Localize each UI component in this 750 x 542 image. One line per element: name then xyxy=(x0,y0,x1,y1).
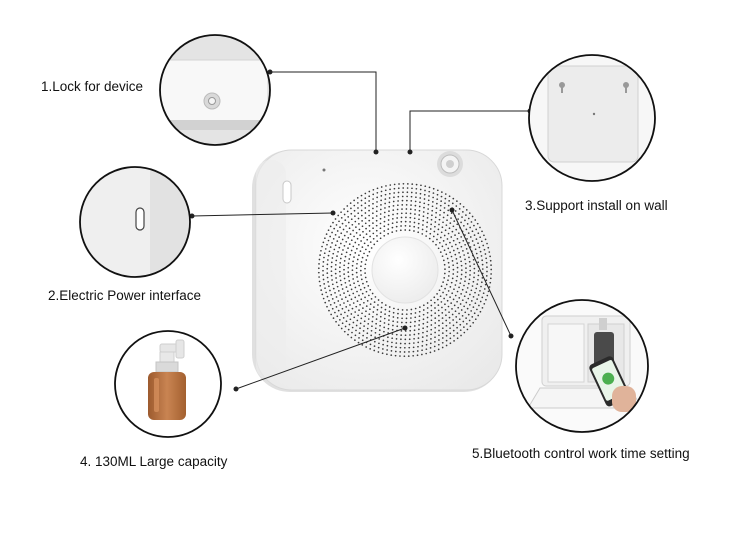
bottle-closeup xyxy=(114,330,222,438)
lock-knob xyxy=(437,151,463,177)
wall-label: 3.Support install on wall xyxy=(525,198,668,213)
lock-label: 1.Lock for device xyxy=(41,79,144,94)
bluetooth-closeup xyxy=(515,299,649,433)
diffuser-device xyxy=(252,149,503,392)
leader-lines xyxy=(191,71,530,390)
wall-mount-closeup xyxy=(528,54,656,182)
bluetooth-label: 5.Bluetooth control work time setting xyxy=(472,446,690,461)
power-label: 2.Electric Power interface xyxy=(48,288,202,303)
lock-closeup xyxy=(159,34,271,146)
speaker-grille xyxy=(317,182,493,358)
capacity-label: 4. 130ML Large capacity xyxy=(80,454,228,469)
power-port xyxy=(282,180,292,204)
center-button xyxy=(371,236,439,304)
power-closeup xyxy=(79,166,191,278)
